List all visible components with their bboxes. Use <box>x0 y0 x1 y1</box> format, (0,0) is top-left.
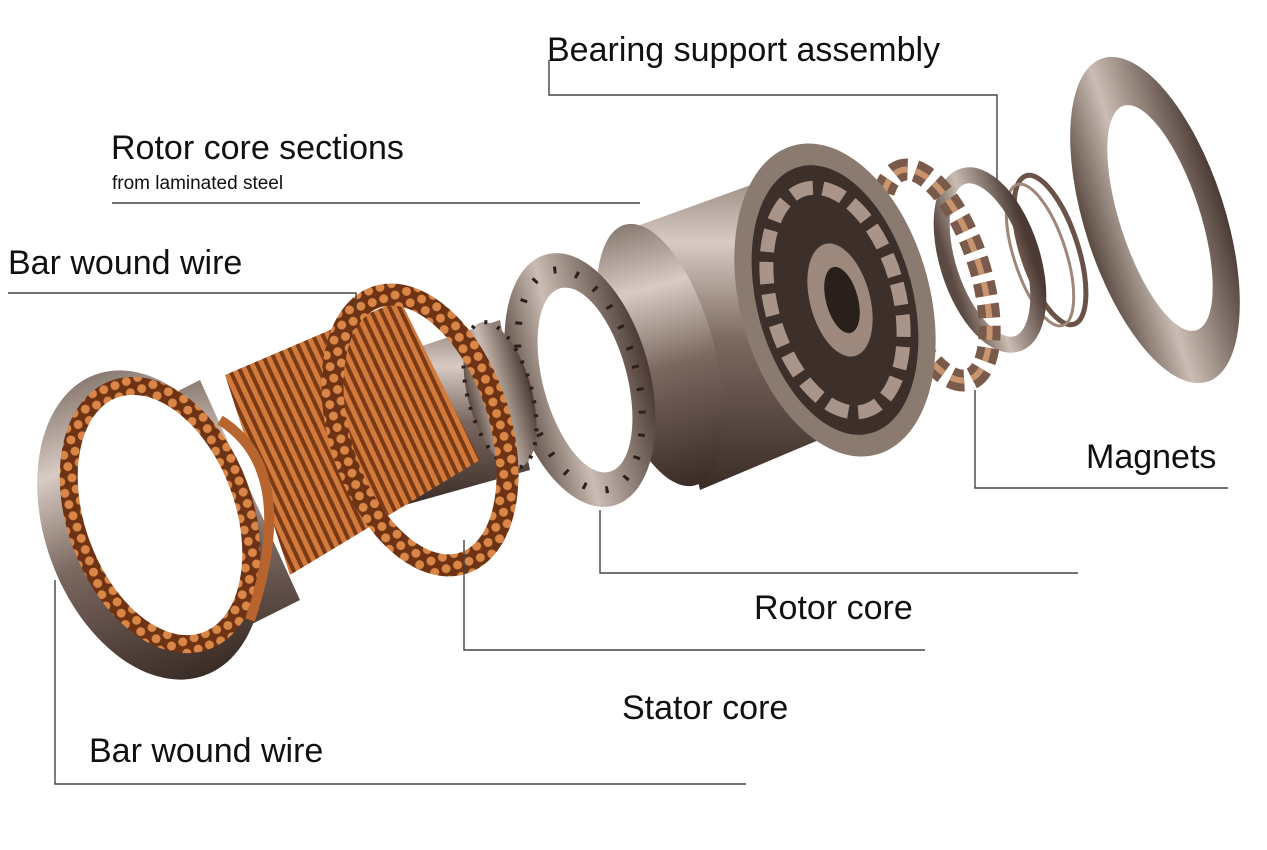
leader-magnets <box>974 390 1228 489</box>
leader-rotor-core <box>599 510 1078 574</box>
leader-lines <box>8 60 1228 785</box>
label-bar-wound-wire-bottom: Bar wound wire <box>89 732 324 770</box>
leader-bar-wound-bottom <box>54 580 746 785</box>
label-bearing-support-assembly: Bearing support assembly <box>547 31 941 69</box>
leader-stator-core <box>463 540 925 651</box>
bearing-ring <box>933 167 1047 353</box>
washer-ring <box>1070 56 1240 384</box>
label-rotor-core-sections-sub: from laminated steel <box>112 173 284 194</box>
stator-ring <box>37 370 300 680</box>
label-magnets: Magnets <box>1086 438 1217 476</box>
label-rotor-core: Rotor core <box>754 589 913 627</box>
label-bar-wound-wire-top: Bar wound wire <box>8 244 243 282</box>
leader-bar-wound-top <box>8 292 357 310</box>
copper-winding <box>225 283 519 577</box>
snap-rings <box>1004 172 1089 328</box>
label-stator-core: Stator core <box>622 689 789 727</box>
label-rotor-core-sections: Rotor core sections <box>111 129 404 167</box>
flange-plate <box>504 253 656 507</box>
leader-bearing <box>548 60 998 180</box>
rotor-drum <box>596 143 936 490</box>
